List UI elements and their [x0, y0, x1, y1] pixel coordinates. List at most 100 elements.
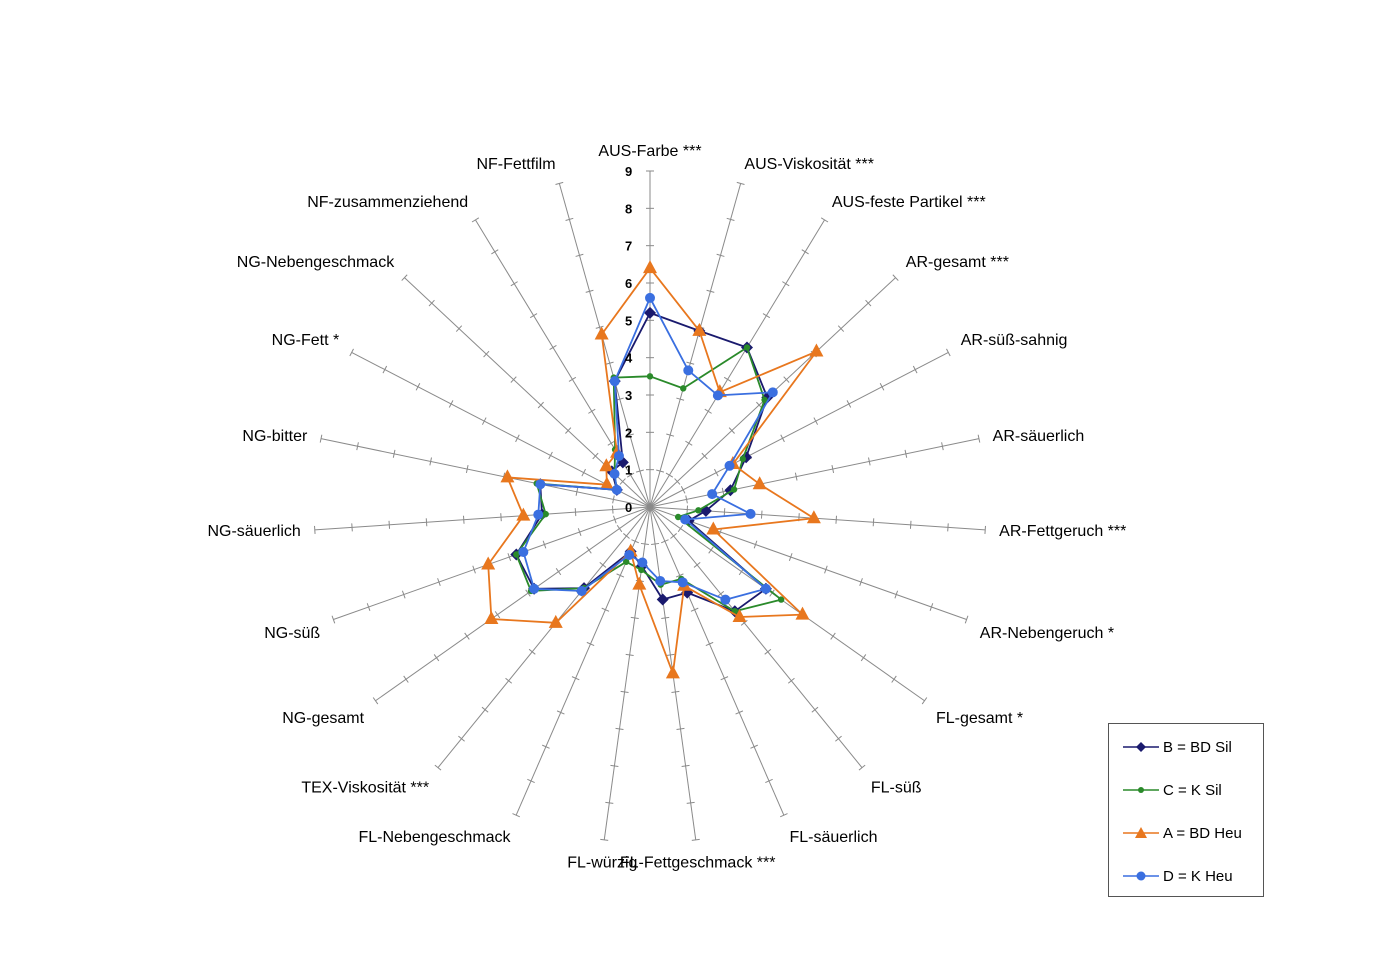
- data-point-d-k-heu-7: [680, 514, 691, 525]
- axis-tick: [382, 365, 388, 374]
- category-label-fl-würzig: FL-würzig: [567, 855, 637, 872]
- axis-spoke-ng-säuerlich: [314, 506, 651, 531]
- category-label-ar-süß-sahnig: AR-süß-sahnig: [961, 332, 1068, 349]
- data-point-d-k-heu-10: [677, 577, 688, 588]
- axis-tick: [858, 764, 866, 771]
- axis-tick: [542, 744, 550, 749]
- axis-tick: [625, 433, 634, 437]
- axis-tick: [929, 603, 934, 611]
- tick-label-9: 9: [625, 164, 632, 179]
- data-point-a-bd-heu-5: [752, 476, 767, 490]
- data-point-a-bd-heu-14: [548, 614, 563, 628]
- axis-tick: [872, 518, 875, 527]
- data-point-a-bd-heu-7: [706, 521, 721, 535]
- axis-tick: [428, 299, 435, 307]
- axis-tick: [693, 562, 701, 568]
- data-point-a-bd-heu-18: [500, 469, 515, 483]
- axis-spoke-ar-säuerlich: [649, 438, 980, 508]
- legend-label: B = BD Sil: [1163, 738, 1232, 756]
- axis-tick: [464, 632, 470, 640]
- axis-tick: [865, 299, 872, 307]
- data-point-a-bd-heu-6: [806, 510, 821, 524]
- category-label-nf-fettfilm: NF-Fettfilm: [476, 156, 555, 173]
- data-point-d-k-heu-16: [518, 547, 529, 558]
- axis-tick: [458, 735, 465, 742]
- axis-tick: [491, 249, 499, 255]
- axis-tick: [372, 697, 379, 705]
- axis-tick: [675, 573, 684, 578]
- axis-tick: [549, 345, 557, 351]
- legend-swatch-d-k-heu: [1123, 871, 1159, 881]
- axis-tick: [462, 515, 465, 524]
- axis-tick: [977, 434, 981, 443]
- axis-spoke-tex-viskosität: [437, 506, 651, 768]
- axis-tick: [610, 764, 619, 767]
- axis-tick: [671, 690, 680, 693]
- data-point-c-k-sil-4: [739, 455, 747, 463]
- data-point-c-k-sil-16: [513, 551, 520, 558]
- axis-tick: [548, 451, 553, 460]
- axis-tick: [740, 619, 748, 626]
- axis-tick: [690, 607, 699, 612]
- axis-tick: [794, 472, 798, 481]
- axis-tick: [674, 478, 681, 485]
- axis-tick: [860, 654, 867, 662]
- axis-tick: [403, 675, 409, 683]
- axis-tick: [631, 539, 639, 544]
- data-point-c-k-sil-5: [730, 486, 738, 493]
- axis-tick: [964, 615, 969, 624]
- axis-tick: [750, 744, 758, 749]
- axis-tick: [756, 401, 763, 409]
- data-point-d-k-heu-3: [767, 387, 778, 398]
- axis-tick: [392, 449, 396, 458]
- axis-tick: [984, 525, 986, 534]
- axis-tick: [835, 735, 842, 742]
- axis-tick: [651, 542, 660, 546]
- axis-tick: [616, 573, 625, 578]
- axis-tick: [401, 274, 408, 281]
- axis-tick: [601, 607, 610, 612]
- data-point-b-bd-sil-11: [656, 593, 669, 606]
- axis-tick: [947, 523, 949, 532]
- data-point-a-bd-heu-22: [594, 326, 609, 340]
- axis-tick: [616, 524, 623, 533]
- data-point-d-k-heu-21: [613, 450, 624, 461]
- axis-tick: [783, 376, 790, 383]
- data-point-a-bd-heu-9: [732, 609, 747, 623]
- axis-tick: [351, 523, 353, 532]
- data-point-c-k-sil-0: [646, 373, 654, 380]
- data-point-d-k-heu-0: [645, 292, 655, 303]
- data-point-c-k-sil-8: [777, 596, 785, 603]
- data-point-a-bd-heu-16: [481, 556, 496, 570]
- axis-tick: [586, 546, 592, 554]
- axis-tick: [686, 801, 695, 804]
- legend-item-d-k-heu: D = K Heu: [1123, 866, 1233, 886]
- axis-tick: [691, 838, 700, 841]
- axis-tick: [941, 442, 944, 451]
- axis-tick: [481, 417, 487, 425]
- data-point-c-k-sil-2: [743, 344, 751, 351]
- data-point-d-k-heu-5: [707, 489, 718, 500]
- axis-tick: [859, 578, 863, 586]
- data-point-c-k-sil-3: [761, 396, 768, 404]
- axis-tick: [714, 468, 719, 477]
- legend-swatch-a-bd-heu: [1123, 827, 1159, 838]
- axis-tick: [472, 565, 476, 574]
- category-label-fl-süß: FL-süß: [871, 779, 922, 796]
- tick-label-3: 3: [625, 388, 632, 403]
- axis-tick: [575, 487, 579, 496]
- axis-tick: [434, 764, 442, 771]
- category-label-ar-nebengeruch: AR-Nebengeruch *: [980, 625, 1114, 642]
- axis-tick: [605, 801, 614, 804]
- axis-tick: [830, 632, 836, 640]
- data-point-d-k-heu-20: [609, 468, 620, 479]
- data-point-d-k-heu-4: [724, 460, 735, 471]
- data-point-c-k-sil-7: [674, 513, 682, 521]
- axis-tick: [565, 217, 574, 221]
- axis-tick: [555, 568, 562, 576]
- data-point-d-k-heu-11: [655, 575, 666, 586]
- axis-tick: [471, 217, 480, 223]
- axis-tick: [670, 533, 677, 539]
- axis-tick: [401, 590, 406, 599]
